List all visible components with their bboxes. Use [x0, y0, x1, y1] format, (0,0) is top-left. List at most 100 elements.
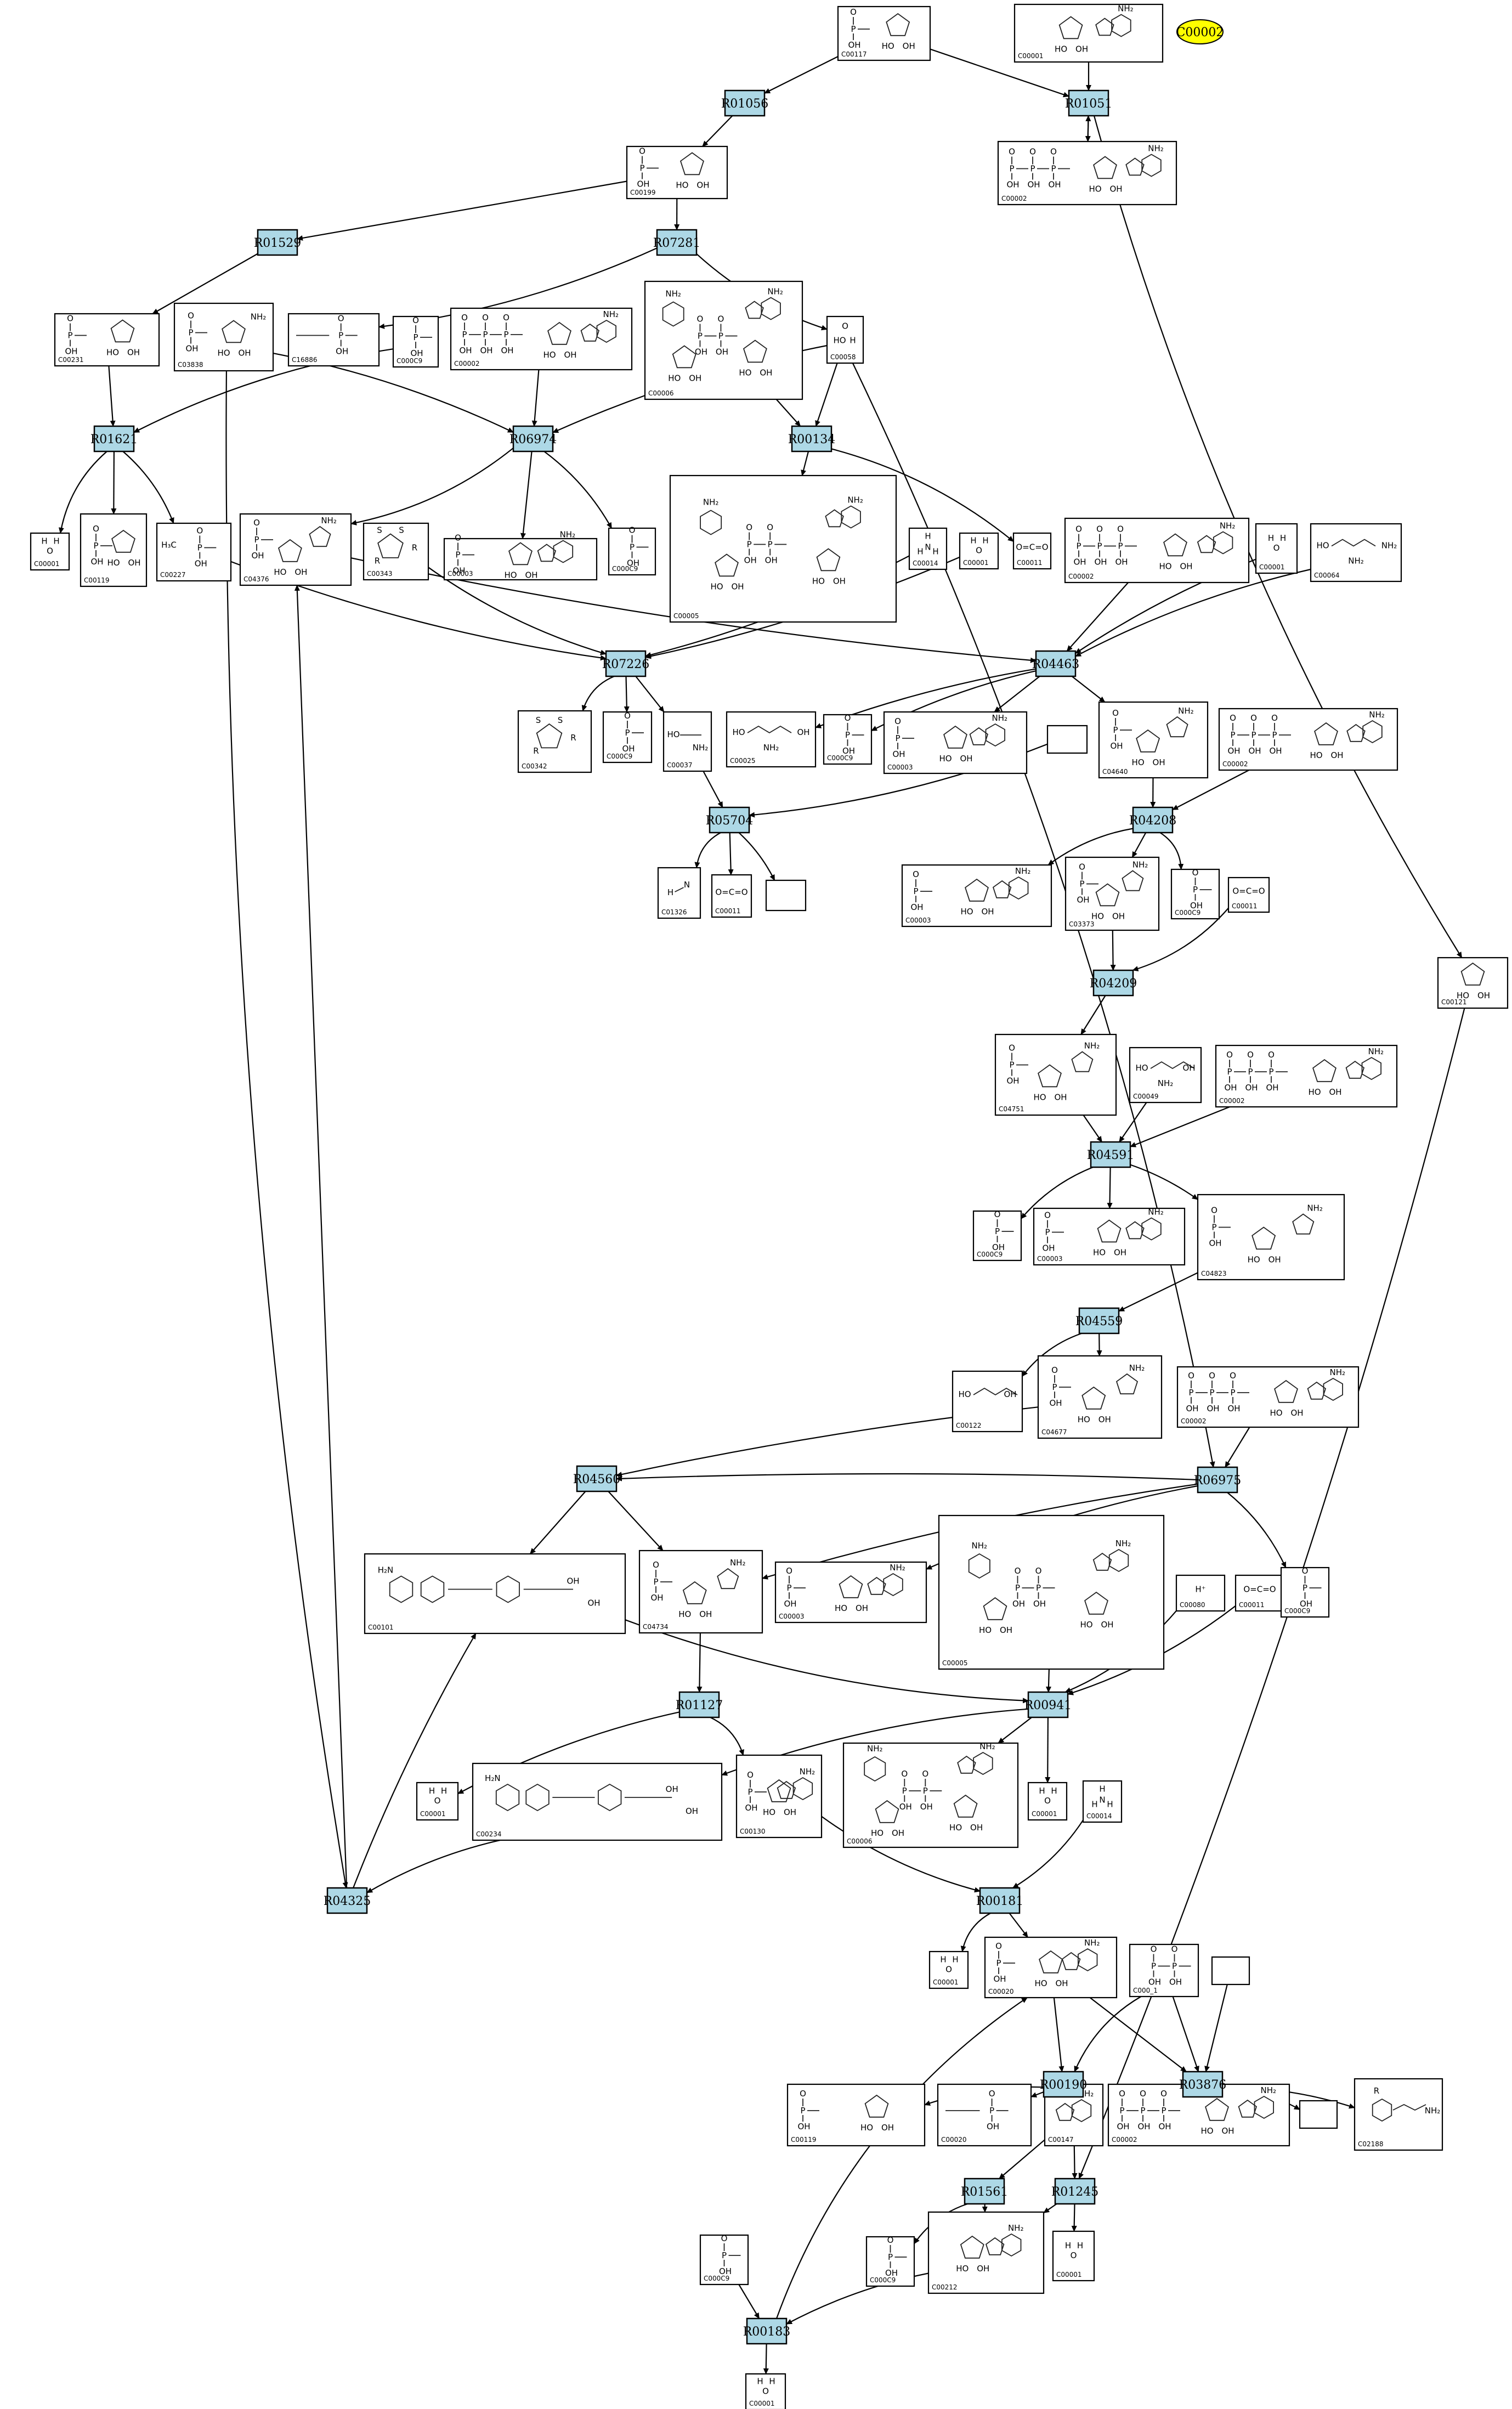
reaction-node-r01127[interactable]: R01127	[676, 1691, 723, 1718]
compound-box[interactable]	[363, 522, 429, 581]
compound-node-blank[interactable]	[1211, 1956, 1250, 1986]
reaction-node-r01056[interactable]: R01056	[721, 89, 769, 117]
reaction-box[interactable]	[326, 1887, 368, 1914]
compound-box[interactable]	[994, 1033, 1117, 1116]
reaction-node-r05704[interactable]: R05704	[706, 806, 754, 834]
reaction-node-r01621[interactable]: R01621	[90, 425, 138, 453]
reaction-box[interactable]	[678, 1691, 720, 1718]
compound-node-blank[interactable]	[1046, 725, 1088, 754]
compound-box[interactable]	[1052, 2230, 1095, 2282]
compound-box[interactable]	[517, 710, 592, 773]
reaction-box[interactable]	[656, 229, 698, 256]
compound-box[interactable]	[1012, 532, 1052, 570]
compound-box[interactable]	[1255, 523, 1298, 574]
compound-box[interactable]	[443, 538, 598, 581]
reaction-box[interactable]	[709, 806, 750, 834]
reaction-box[interactable]	[512, 425, 554, 453]
reaction-node-r00190[interactable]: R00190	[1040, 2071, 1088, 2098]
reaction-box[interactable]	[1197, 1466, 1238, 1494]
reaction-node-r04209[interactable]: R04209	[1090, 969, 1137, 997]
reaction-node-r06974[interactable]: R06974	[509, 425, 557, 453]
compound-box[interactable]	[826, 315, 864, 364]
reaction-box[interactable]	[576, 1465, 618, 1492]
compound-box[interactable]	[54, 313, 160, 367]
compound-box[interactable]	[938, 1514, 1165, 1670]
compound-box[interactable]	[1175, 1574, 1226, 1612]
compound-box[interactable]	[80, 513, 148, 587]
compound-box[interactable]	[786, 2083, 926, 2147]
compound-box[interactable]	[1129, 1047, 1202, 1104]
reaction-box[interactable]	[979, 1887, 1021, 1914]
compound-box[interactable]	[928, 1950, 969, 1989]
reaction-node-r03876[interactable]: R03876	[1179, 2071, 1227, 2098]
reaction-node-r07226[interactable]: R07226	[602, 650, 650, 677]
compound-box[interactable]	[901, 864, 1052, 928]
reaction-node-r04560[interactable]: R04560	[573, 1465, 621, 1492]
compound-box[interactable]	[937, 2083, 1032, 2147]
reaction-node-r00183[interactable]: R00183	[743, 2317, 791, 2345]
compound-box[interactable]	[1064, 856, 1160, 931]
compound-node-c00080[interactable]: H⁺C00080	[1175, 1574, 1226, 1612]
reaction-box[interactable]	[1090, 1141, 1131, 1168]
reaction-node-r00941[interactable]: R00941	[1024, 1691, 1072, 1718]
reaction-box[interactable]	[791, 425, 833, 453]
reaction-box[interactable]	[1078, 1307, 1120, 1334]
reaction-node-r04559[interactable]: R04559	[1075, 1307, 1123, 1334]
reaction-node-r00134[interactable]: R00134	[788, 425, 836, 453]
compound-box[interactable]	[364, 1553, 626, 1635]
compound-box[interactable]	[1033, 1207, 1186, 1266]
compound-box[interactable]	[638, 1550, 763, 1634]
compound-box[interactable]	[416, 1782, 459, 1821]
compound-box[interactable]	[1299, 2100, 1338, 2129]
highlight-node[interactable]: C00002	[1176, 19, 1224, 44]
compound-box[interactable]	[908, 527, 948, 570]
compound-node-blank[interactable]	[765, 879, 807, 912]
compound-box[interactable]	[959, 532, 999, 570]
reaction-node-r04325[interactable]: R04325	[324, 1887, 371, 1914]
reaction-box[interactable]	[93, 425, 135, 453]
reaction-node-r04591[interactable]: R04591	[1087, 1141, 1135, 1168]
compound-box[interactable]	[745, 2373, 786, 2409]
reaction-box[interactable]	[1027, 1691, 1069, 1718]
